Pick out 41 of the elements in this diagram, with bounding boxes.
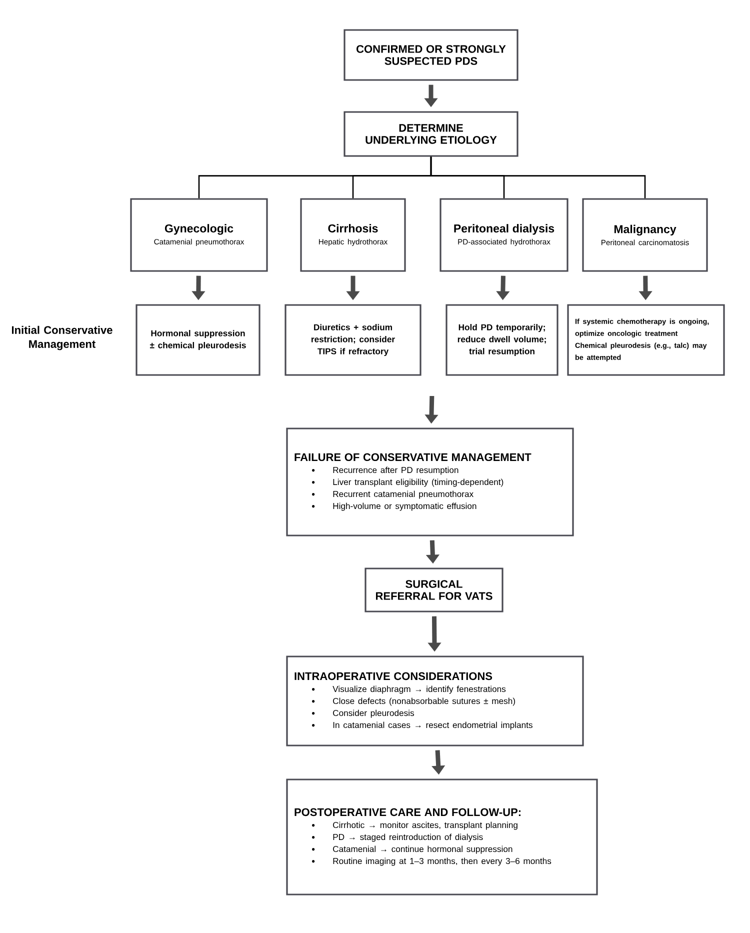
box-heading: INTRAOPERATIVE CONSIDERATIONS	[294, 672, 492, 680]
process-box	[300, 198, 406, 272]
process-box	[286, 778, 598, 896]
box-heading: FAILURE OF CONSERVATIVE MANAGEMENT	[294, 453, 532, 462]
box-text: Hold PD temporarily; reduce dwell volume; trial resumption	[458, 324, 546, 356]
box-heading: SURGICAL REFERRAL FOR VATS	[376, 580, 492, 600]
bullet-item: Cirrhotic → monitor ascites, transplant planning	[312, 822, 518, 830]
box-heading: Cirrhosis	[328, 224, 378, 232]
bullet-item: High-volume or symptomatic effusion	[312, 502, 476, 511]
bullet-item: Close defects (nonabsorbable sutures ± mesh)	[312, 698, 515, 706]
process-box	[582, 198, 708, 272]
process-box	[136, 304, 260, 376]
process-box	[284, 304, 422, 376]
process-box	[364, 568, 504, 612]
bullet-item: Routine imaging at 1–3 months, then every 3–6 months	[312, 858, 552, 866]
box-text: Diuretics + sodium restriction; consider TIPS if refractory	[312, 324, 395, 356]
row-label: Initial Conservative Management	[12, 326, 112, 350]
bullet-item: Recurrence after PD resumption	[312, 466, 458, 475]
process-box	[130, 198, 268, 272]
bullet-item: Recurrent catamenial pneumothorax	[312, 490, 474, 499]
bullet-item: Catamenial → continue hormonal suppression	[312, 846, 512, 854]
box-heading: DETERMINE UNDERLYING ETIOLOGY	[366, 124, 497, 144]
box-text: Hormonal suppression ± chemical pleurodesis	[150, 330, 246, 350]
connector-line	[430, 156, 646, 198]
bullet-item: PD → staged reintroduction of dialysis	[312, 834, 483, 842]
process-box	[567, 304, 725, 376]
box-heading: Gynecologic	[164, 224, 234, 235]
bullet-item: Consider pleurodesis	[312, 710, 414, 718]
process-box	[286, 428, 574, 536]
process-box	[440, 198, 568, 272]
box-heading: CONFIRMED OR STRONGLY SUSPECTED PDS	[356, 45, 506, 65]
process-box	[286, 656, 584, 746]
bullet-item: Visualize diaphragm → identify fenestrations	[312, 686, 506, 694]
box-heading: Peritoneal dialysis	[454, 224, 554, 235]
process-box	[344, 29, 518, 81]
process-box	[446, 304, 558, 376]
box-heading: POSTOPERATIVE CARE AND FOLLOW-UP:	[294, 808, 520, 816]
box-heading: Malignancy	[614, 224, 676, 236]
bullet-item: Liver transplant eligibility (timing-dependent)	[312, 478, 504, 487]
bullet-item: In catamenial cases → resect endometrial implants	[312, 722, 532, 730]
process-box	[344, 111, 518, 157]
